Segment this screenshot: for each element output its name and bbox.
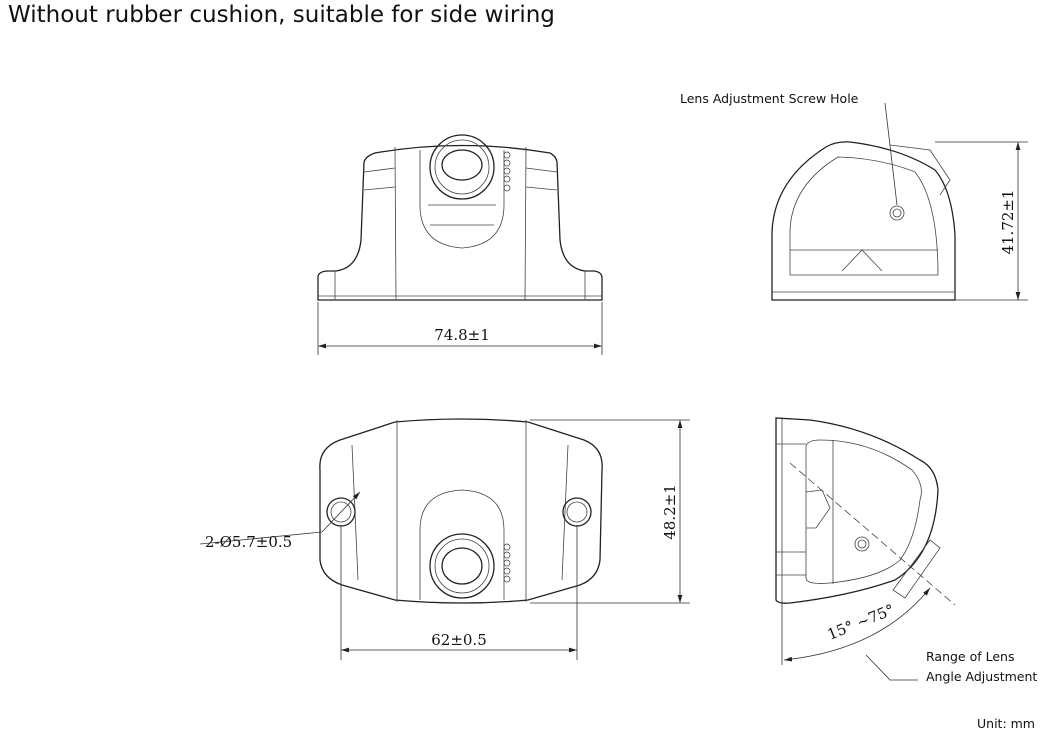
screw-hole-label: Lens Adjustment Screw Hole [680, 91, 859, 106]
front-width-dimension: 74.8±1 [434, 326, 490, 344]
front-view: 74.8±1 [317, 134, 603, 355]
range-label-line2: Angle Adjustment [926, 669, 1037, 684]
hole-diameter-dimension: 2-Ø5.7±0.5 [205, 533, 292, 551]
page-title: Without rubber cushion, suitable for sid… [8, 2, 555, 28]
range-label-line1: Range of Lens [926, 649, 1014, 664]
side-view: Lens Adjustment Screw Hole 41.72±1 [680, 91, 1028, 301]
hole-spacing-dimension: 62±0.5 [431, 631, 487, 649]
side-height-dimension: 41.72±1 [999, 189, 1017, 254]
top-height-dimension: 48.2±1 [661, 484, 679, 540]
unit-label: Unit: mm [977, 716, 1035, 731]
top-view: 2-Ø5.7±0.5 48.2±1 62±0.5 [199, 418, 690, 660]
angle-range-dimension: 15° ~75° [825, 601, 897, 644]
angle-view: 15° ~75° Range of Lens Angle Adjustment [775, 417, 1037, 684]
